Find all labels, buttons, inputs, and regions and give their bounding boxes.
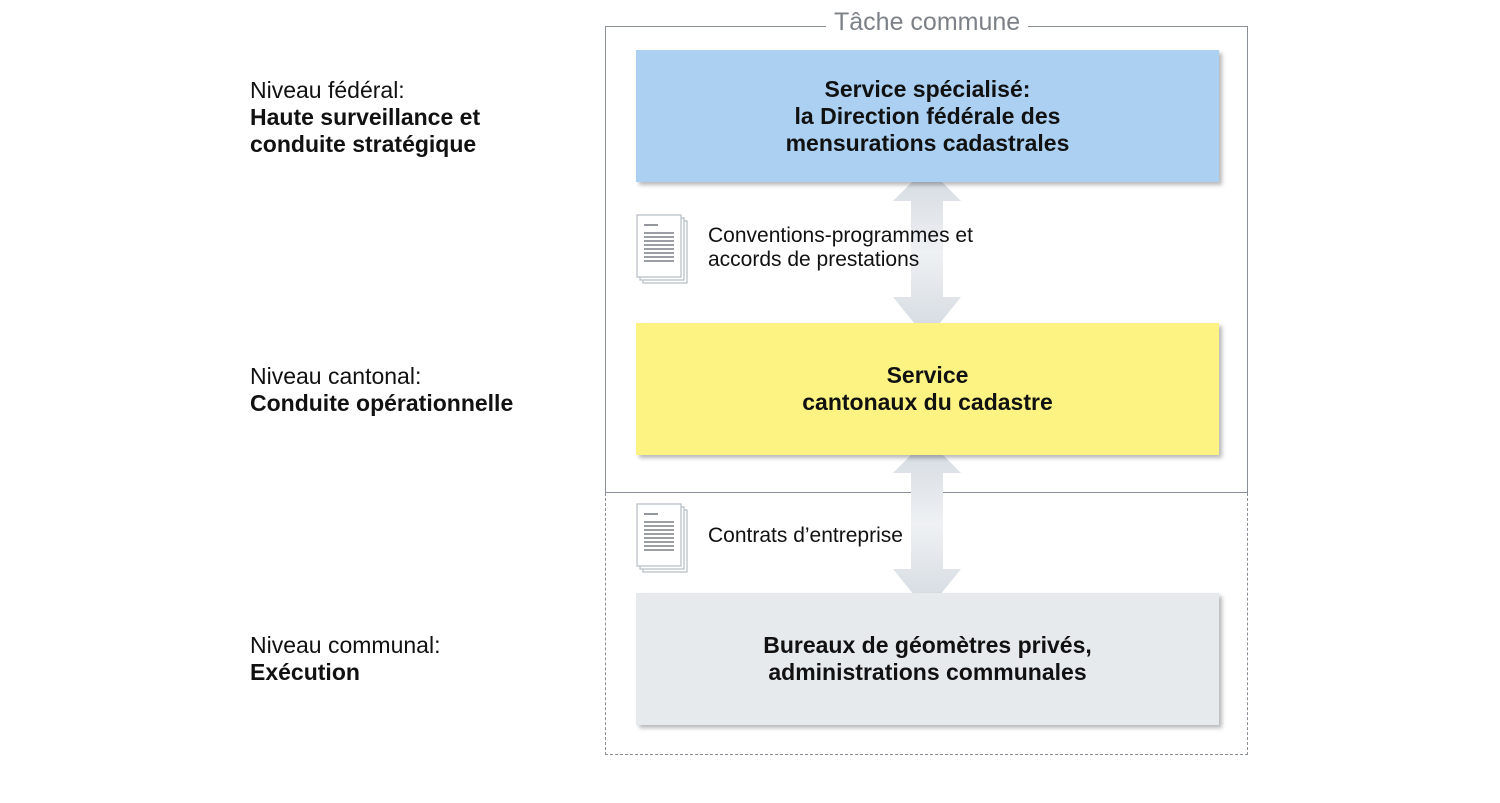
box-cantonal-text: Service cantonaux du cadastre xyxy=(802,362,1053,415)
common-task-label: Tâche commune xyxy=(826,8,1029,37)
level-federal-subtitle-1: Haute surveillance et xyxy=(250,104,481,130)
double-arrow-federal-cantonal xyxy=(893,167,961,339)
level-federal-subtitle-2: conduite stratégique xyxy=(250,131,477,157)
level-communal: Niveau communal: Exécution xyxy=(250,632,440,686)
relation-line-2: accords de prestations xyxy=(708,248,920,271)
level-cantonal-title: Niveau cantonal: xyxy=(250,363,422,389)
level-cantonal: Niveau cantonal: Conduite opérationnelle xyxy=(250,363,513,417)
level-communal-title: Niveau communal: xyxy=(250,632,441,658)
level-federal-title: Niveau fédéral: xyxy=(250,77,405,103)
relation-line-1: Contrats d’entreprise xyxy=(708,524,903,547)
document-stack-icon xyxy=(636,503,688,573)
execution-frame xyxy=(605,493,1248,755)
box-federal-text: Service spécialisé: la Direction fédéral… xyxy=(785,75,1070,156)
box-communal-offices: Bureaux de géomètres privés, administrat… xyxy=(636,593,1219,725)
level-federal: Niveau fédéral: Haute surveillance et co… xyxy=(250,77,480,158)
relation-cantonal-communal-label: Contrats d’entreprise xyxy=(708,524,903,548)
box-cantonal-service: Service cantonaux du cadastre xyxy=(636,323,1219,455)
box-federal-service: Service spécialisé: la Direction fédéral… xyxy=(636,50,1219,182)
double-arrow-cantonal-communal xyxy=(893,439,961,611)
box-communal-text: Bureaux de géomètres privés, administrat… xyxy=(763,632,1092,685)
relation-line-1: Conventions-programmes et xyxy=(708,224,973,247)
document-stack-icon xyxy=(636,214,688,284)
level-communal-subtitle: Exécution xyxy=(250,659,360,685)
level-cantonal-subtitle: Conduite opérationnelle xyxy=(250,390,514,416)
relation-federal-cantonal-label: Conventions-programmes et accords de pre… xyxy=(708,224,973,272)
